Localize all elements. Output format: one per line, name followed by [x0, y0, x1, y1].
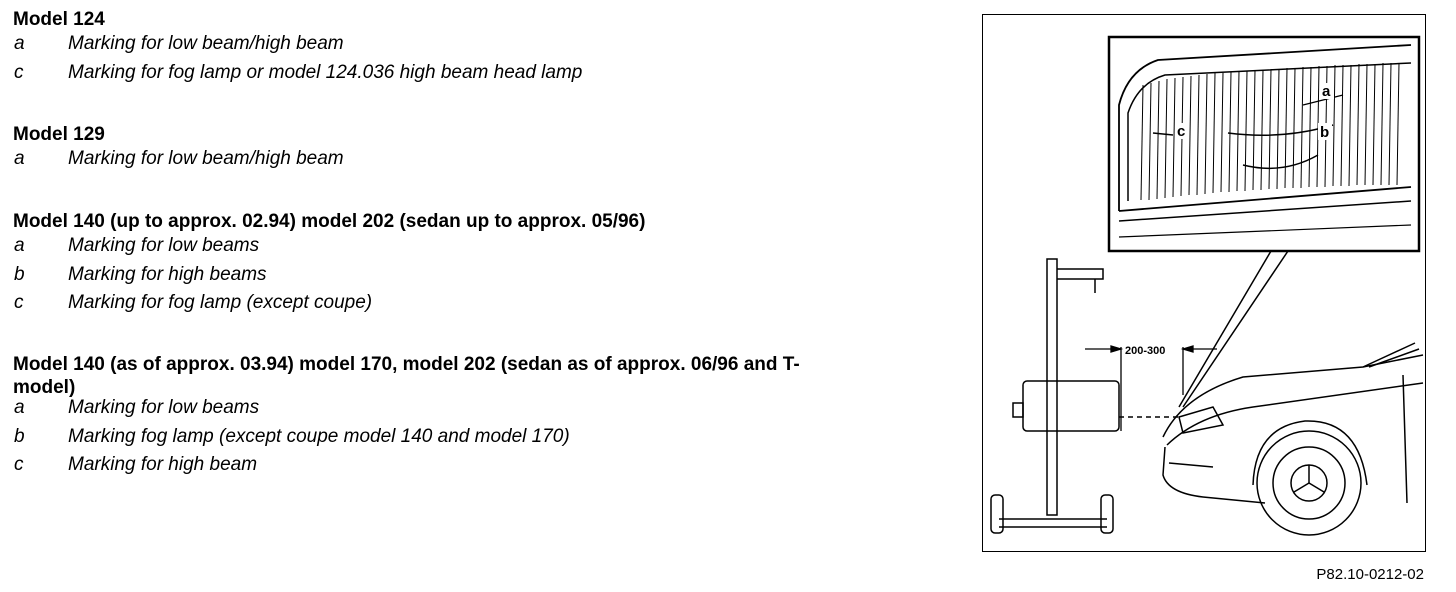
inset-pointer: [1178, 250, 1289, 408]
list-item: a Marking for low beams: [13, 395, 953, 424]
section-heading: Model 129: [13, 124, 105, 145]
item-text: Marking for high beam: [68, 454, 258, 475]
headlamp-inset: [1107, 35, 1421, 253]
item-letter: a: [14, 235, 25, 256]
section-heading: Model 140 (up to approx. 02.94) model 20…: [13, 211, 646, 232]
label-b: b: [1320, 124, 1329, 141]
item-text: Marking for low beam/high beam: [68, 33, 344, 54]
list-item: b Marking for high beams: [13, 262, 953, 291]
figure-drawing: a b c: [990, 35, 1424, 536]
headlamp-aiming-figure: a b c: [982, 14, 1426, 552]
item-text: Marking for fog lamp or model 124.036 hi…: [68, 61, 583, 83]
list-item: a Marking for low beam/high beam: [13, 31, 953, 60]
section-model-124: Model 124 a Marking for low beam/high be…: [13, 8, 953, 88]
item-letter: a: [14, 397, 25, 418]
label-a: a: [1322, 83, 1331, 100]
distance-dimension: [1085, 345, 1217, 431]
dimension-label: 200-300: [1125, 345, 1165, 357]
list-item: a Marking for low beam/high beam: [13, 146, 953, 175]
item-letter: a: [14, 148, 25, 169]
figure-caption: P82.10-0212-02: [1316, 566, 1424, 583]
lens-hatching: [1140, 62, 1400, 201]
item-letter: b: [14, 425, 25, 447]
section-heading: Model 124: [13, 9, 105, 30]
section-model-140-late: Model 140 (as of approx. 03.94) model 17…: [13, 353, 953, 481]
list-item: c Marking for fog lamp (except coupe): [13, 290, 953, 319]
section-heading-line2: model): [13, 377, 76, 398]
section-heading-line1: Model 140 (as of approx. 03.94) model 17…: [13, 354, 800, 375]
list-item: a Marking for low beams: [13, 233, 953, 262]
item-text: Marking for high beams: [68, 263, 267, 285]
section-model-129: Model 129 a Marking for low beam/high be…: [13, 123, 953, 175]
section-model-140-early: Model 140 (up to approx. 02.94) model 20…: [13, 210, 953, 319]
item-letter: c: [14, 454, 24, 475]
headlamp-aiming-device: [990, 258, 1179, 534]
car-front: [1162, 342, 1424, 536]
item-letter: b: [14, 263, 25, 285]
item-letter: c: [14, 292, 24, 313]
item-text: Marking fog lamp (except coupe model 140…: [68, 425, 570, 447]
list-item: c Marking for fog lamp or model 124.036 …: [13, 60, 953, 89]
list-item: c Marking for high beam: [13, 452, 953, 481]
label-c: c: [1177, 123, 1185, 140]
item-letter: c: [14, 61, 24, 83]
item-text: Marking for fog lamp (except coupe): [68, 292, 373, 313]
list-item: b Marking fog lamp (except coupe model 1…: [13, 424, 953, 453]
item-text: Marking for low beams: [68, 397, 260, 418]
item-letter: a: [14, 33, 25, 54]
item-text: Marking for low beam/high beam: [68, 148, 344, 169]
item-text: Marking for low beams: [68, 235, 260, 256]
